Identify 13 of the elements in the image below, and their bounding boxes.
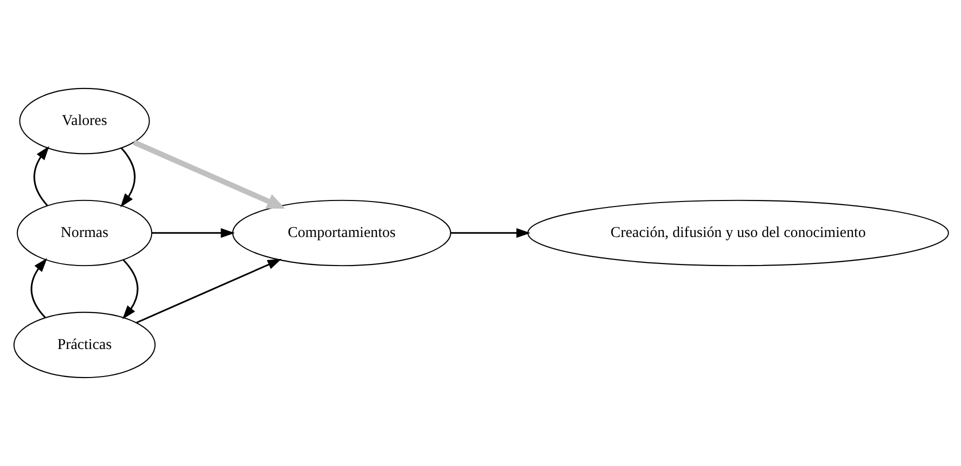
node-ellipse: Prácticas bbox=[12, 312, 156, 378]
arrow bbox=[136, 258, 282, 324]
node-ellipse: Valores bbox=[18, 88, 150, 154]
arrow bbox=[151, 228, 234, 238]
node-ellipse: Normas bbox=[16, 200, 152, 266]
arrow bbox=[33, 146, 49, 206]
node-ellipse: Comportamientos bbox=[232, 200, 451, 266]
node-ellipse: Creación, difusión y uso del conocimiento bbox=[526, 200, 948, 266]
arrow bbox=[450, 228, 530, 238]
arrow bbox=[120, 148, 136, 208]
arrow bbox=[122, 260, 138, 320]
arrow bbox=[30, 258, 47, 318]
arrow bbox=[132, 140, 285, 209]
